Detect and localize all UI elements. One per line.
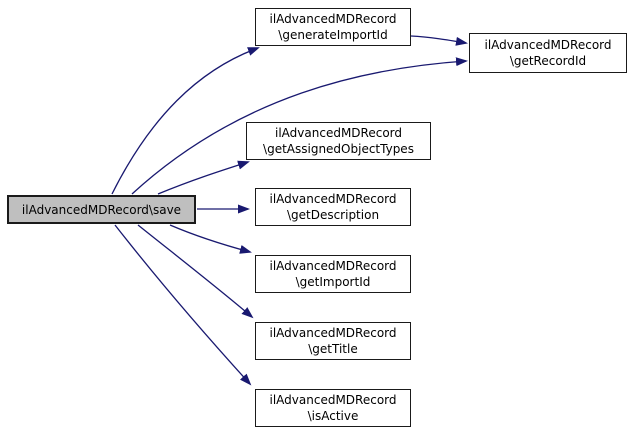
node-label-line: \getDescription — [286, 208, 380, 222]
node-generateImportId[interactable]: ilAdvancedMDRecord \generateImportId — [255, 8, 411, 46]
node-getImportId[interactable]: ilAdvancedMDRecord \getImportId — [255, 255, 411, 293]
node-label-line: ilAdvancedMDRecord — [269, 12, 397, 26]
node-label-line: \getRecordId — [509, 54, 587, 68]
node-label-line: \generateImportId — [278, 28, 388, 42]
node-label-line: ilAdvancedMDRecord — [269, 326, 397, 340]
node-label-line: ilAdvancedMDRecord — [269, 259, 397, 273]
node-getDescription[interactable]: ilAdvancedMDRecord \getDescription — [255, 188, 411, 226]
node-getRecordId[interactable]: ilAdvancedMDRecord \getRecordId — [469, 33, 627, 73]
node-label-line: ilAdvancedMDRecord\save — [21, 202, 182, 217]
node-label-line: \getImportId — [295, 275, 371, 289]
node-save[interactable]: ilAdvancedMDRecord\save — [7, 195, 196, 224]
edge-generateImportId-to-getRecordId — [410, 35, 468, 46]
edge-save-to-getTitle — [137, 224, 254, 319]
node-getAssignedObjectTypes[interactable]: ilAdvancedMDRecord \getAssignedObjectType… — [246, 122, 431, 160]
node-label-line: ilAdvancedMDRecord — [275, 126, 402, 140]
node-getTitle[interactable]: ilAdvancedMDRecord \getTitle — [255, 322, 411, 360]
node-label-line: \getTitle — [308, 342, 358, 356]
node-label-line: ilAdvancedMDRecord — [269, 192, 397, 206]
edge-save-to-isActive — [114, 224, 252, 386]
edge-save-to-getRecordId — [131, 57, 468, 195]
node-isActive[interactable]: ilAdvancedMDRecord \isActive — [255, 389, 411, 427]
edge-save-to-getImportId — [169, 224, 252, 254]
node-label-line: ilAdvancedMDRecord — [269, 393, 397, 407]
edge-save-to-generateImportId — [111, 47, 260, 195]
node-label-line: ilAdvancedMDRecord — [484, 38, 612, 52]
edge-save-to-getAssignedObjectTypes — [157, 160, 250, 195]
node-label-line: \isActive — [307, 409, 359, 423]
node-label-line: \getAssignedObjectTypes — [263, 142, 414, 156]
